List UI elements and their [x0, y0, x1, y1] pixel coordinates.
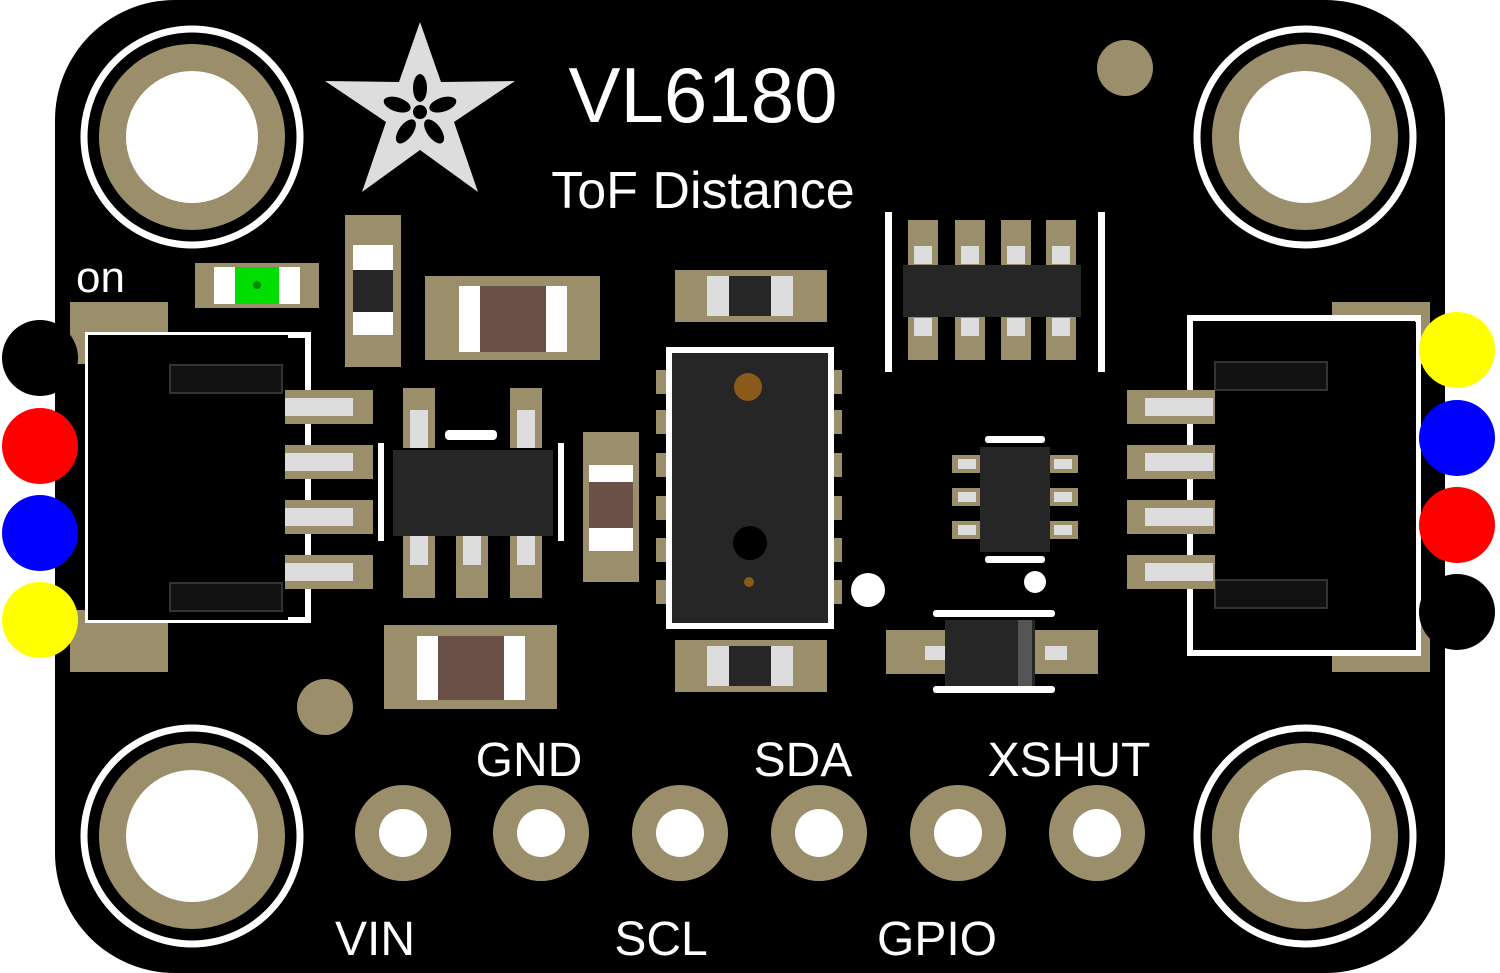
- left-wire-yellow: [2, 582, 78, 658]
- capacitor-c1: [345, 215, 401, 367]
- capacitor-c2: [675, 270, 827, 322]
- left-wire-dots: [2, 320, 78, 658]
- header-pin-xshut: [1049, 785, 1145, 881]
- pin-label-scl: SCL: [614, 913, 707, 966]
- resistor-r2: [583, 432, 639, 582]
- ic-marker-dot: [1024, 571, 1046, 593]
- mosfet-ic: [952, 436, 1078, 563]
- right-wire-yellow: [1419, 312, 1495, 388]
- power-led-label: on: [76, 253, 125, 302]
- right-wire-blue: [1419, 400, 1495, 476]
- pin-label-xshut: XSHUT: [988, 734, 1151, 787]
- mounting-hole-top-left: [80, 25, 304, 249]
- schottky-diode: [886, 610, 1098, 693]
- pin-label-gpio: GPIO: [877, 913, 997, 966]
- right-wire-dots: [1419, 312, 1495, 650]
- right-wire-black: [1419, 574, 1495, 650]
- vl6180-sensor-chip: [656, 347, 842, 629]
- level-shifter-ic: [885, 212, 1105, 372]
- fiducial-top-right: [1097, 40, 1153, 96]
- mounting-hole-bottom-left: [80, 724, 304, 948]
- pin1-marker-dot: [851, 573, 885, 607]
- power-led: [195, 263, 319, 308]
- resistor-r3: [384, 625, 557, 709]
- left-wire-red: [2, 408, 78, 484]
- header-pin-scl: [632, 785, 728, 881]
- pin-label-sda: SDA: [754, 734, 853, 787]
- header-pins: [355, 785, 1145, 881]
- resistor-r1: [425, 276, 600, 360]
- pin-label-gnd: GND: [476, 734, 583, 787]
- left-wire-blue: [2, 495, 78, 571]
- header-pin-gnd: [493, 785, 589, 881]
- mounting-hole-top-right: [1193, 25, 1417, 249]
- right-wire-red: [1419, 487, 1495, 563]
- mounting-hole-bottom-right: [1193, 724, 1417, 948]
- fiducial-bottom-left: [297, 679, 353, 735]
- adafruit-flower-logo-icon: [325, 22, 515, 192]
- board-subtitle: ToF Distance: [551, 162, 854, 220]
- left-stemma-connector: [70, 302, 373, 672]
- header-pin-gpio: [910, 785, 1006, 881]
- pin-label-vin: VIN: [335, 913, 415, 966]
- capacitor-c3: [675, 640, 827, 692]
- header-pin-vin: [355, 785, 451, 881]
- board-title: VL6180: [569, 51, 838, 139]
- voltage-regulator: [378, 388, 564, 598]
- header-pin-sda: [771, 785, 867, 881]
- right-stemma-connector: [1127, 302, 1430, 672]
- left-wire-black: [2, 320, 78, 396]
